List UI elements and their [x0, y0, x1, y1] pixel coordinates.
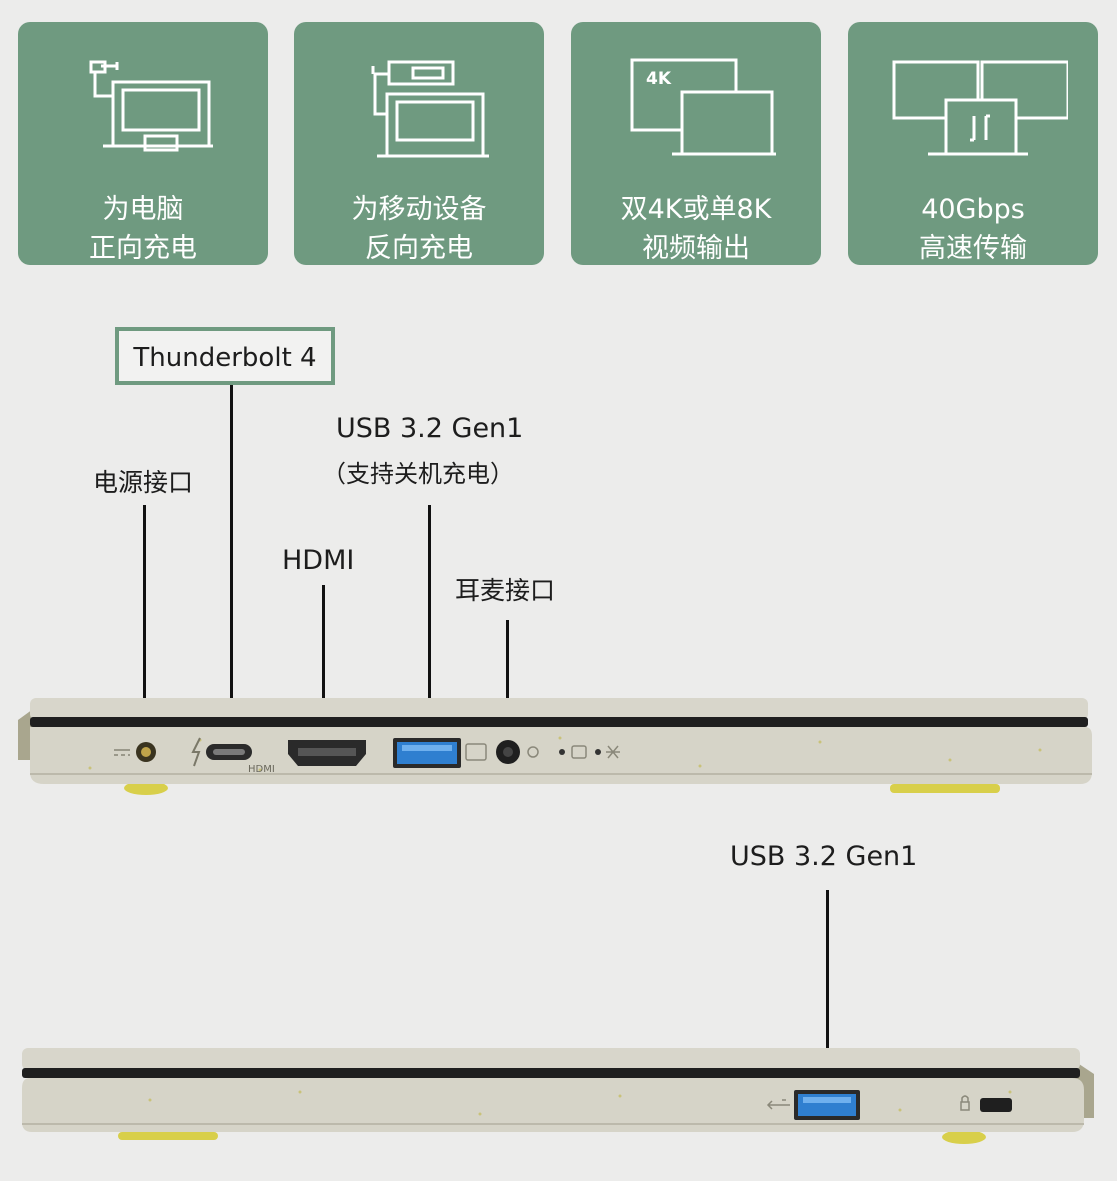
feature-line2: 反向充电 — [365, 233, 473, 264]
feature-line2: 高速传输 — [919, 233, 1027, 264]
feature-card-reverse: 为移动设备 反向充电 — [294, 22, 544, 265]
usb-left-label: USB 3.2 Gen1 — [336, 413, 524, 444]
thunderbolt-label-box: Thunderbolt 4 — [115, 327, 335, 385]
reverse-charge-icon — [371, 60, 489, 158]
data-transfer-icon — [892, 60, 1068, 156]
usb-left-note: （支持关机充电） — [322, 460, 514, 488]
dc-power-icon — [114, 749, 130, 756]
audio-port-label: 耳麦接口 — [455, 576, 556, 605]
laptop-right-side — [22, 1048, 1094, 1144]
dual-display-icon: 4K — [630, 58, 776, 156]
feature-line2: 正向充电 — [89, 233, 197, 264]
audio-leader-line — [506, 620, 509, 752]
thunderbolt-label: Thunderbolt 4 — [133, 343, 317, 373]
feature-line1: 为移动设备 — [351, 194, 487, 225]
laptop-left-side: HDMI — [18, 698, 1092, 795]
feature-card-display: 4K 双4K或单8K 视频输出 — [571, 22, 821, 265]
laptop-charge-icon — [89, 60, 213, 152]
power-leader-line — [143, 505, 146, 747]
hdmi-leader-line — [322, 585, 325, 747]
feature-line1: 40Gbps — [921, 194, 1025, 225]
hdmi-label: HDMI — [282, 545, 355, 576]
usb-left-leader-line — [428, 505, 431, 747]
thunderbolt-leader-line — [230, 385, 233, 747]
feature-card-transfer: 40Gbps 高速传输 — [848, 22, 1098, 265]
icon-4k-text: 4K — [646, 69, 672, 89]
feature-card-charge: 为电脑 正向充电 — [18, 22, 268, 265]
feature-line2: 视频输出 — [642, 233, 750, 264]
usb-right-label: USB 3.2 Gen1 — [730, 841, 918, 872]
power-port-label: 电源接口 — [93, 468, 194, 497]
hdmi-print: HDMI — [248, 764, 275, 775]
feature-line1: 为电脑 — [102, 194, 184, 225]
feature-line1: 双4K或单8K — [620, 194, 772, 225]
usb-right-leader-line — [826, 890, 829, 1100]
